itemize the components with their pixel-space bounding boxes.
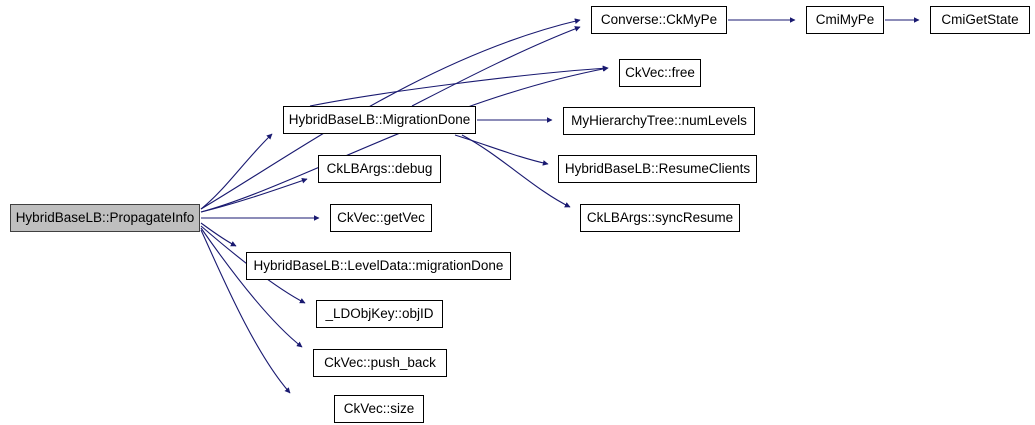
edge-propagateinfo-to-migrationdone: [200, 133, 273, 210]
edge-propagateinfo-to-size: [200, 229, 291, 394]
node-numlevels[interactable]: MyHierarchyTree::numLevels: [563, 107, 755, 135]
node-pushback[interactable]: CkVec::push_back: [313, 349, 447, 377]
node-leveldatamig[interactable]: HybridBaseLB::LevelData::migrationDone: [246, 252, 511, 280]
edge-migrationdone-to-resumeclients: [454, 134, 549, 166]
node-debug[interactable]: CkLBArgs::debug: [318, 155, 441, 183]
node-label-propagateinfo: HybridBaseLB::PropagateInfo: [15, 210, 195, 226]
node-propagateinfo[interactable]: HybridBaseLB::PropagateInfo: [10, 204, 200, 232]
node-label-getvec: CkVec::getVec: [337, 210, 425, 226]
node-label-leveldatamig: HybridBaseLB::LevelData::migrationDone: [253, 258, 504, 274]
node-size[interactable]: CkVec::size: [334, 395, 424, 423]
node-ckmype[interactable]: Converse::CkMyPe: [591, 6, 727, 34]
node-getvec[interactable]: CkVec::getVec: [330, 204, 432, 232]
node-label-size: CkVec::size: [343, 401, 415, 417]
node-label-ckmype: Converse::CkMyPe: [600, 12, 718, 28]
node-label-debug: CkLBArgs::debug: [326, 161, 433, 177]
edge-paths: [200, 17, 920, 394]
edge-propagateinfo-to-debug: [200, 177, 308, 213]
edge-propagateinfo-to-free: [200, 66, 609, 213]
node-label-cmigetstate: CmiGetState: [941, 12, 1019, 28]
node-label-free: CkVec::free: [625, 65, 695, 81]
edge-propagateinfo-to-pushback: [200, 227, 303, 348]
node-label-pushback: CkVec::push_back: [324, 355, 436, 371]
node-migrationdone[interactable]: HybridBaseLB::MigrationDone: [283, 106, 476, 134]
edge-migrationdone-to-ckmype: [411, 26, 581, 107]
node-objid[interactable]: _LDObjKey::objID: [316, 300, 443, 328]
edge-propagateinfo-to-leveldatamig: [200, 222, 237, 247]
node-label-syncresume: CkLBArgs::syncResume: [586, 210, 734, 226]
edge-migrationdone-to-free: [309, 65, 609, 107]
node-syncresume[interactable]: CkLBArgs::syncResume: [580, 204, 740, 232]
node-cmigetstate[interactable]: CmiGetState: [930, 6, 1030, 34]
edge-migrationdone-to-syncresume: [461, 134, 571, 208]
node-label-objid: _LDObjKey::objID: [325, 306, 434, 322]
node-label-migrationdone: HybridBaseLB::MigrationDone: [288, 112, 471, 128]
node-label-resumeclients: HybridBaseLB::ResumeClients: [564, 161, 751, 177]
node-label-cmimype: CmiMyPe: [815, 12, 875, 28]
edge-propagateinfo-to-ckmype: [200, 18, 581, 210]
node-free[interactable]: CkVec::free: [619, 59, 701, 87]
node-cmimype[interactable]: CmiMyPe: [806, 6, 884, 34]
node-label-numlevels: MyHierarchyTree::numLevels: [571, 113, 747, 129]
node-resumeclients[interactable]: HybridBaseLB::ResumeClients: [558, 155, 757, 183]
